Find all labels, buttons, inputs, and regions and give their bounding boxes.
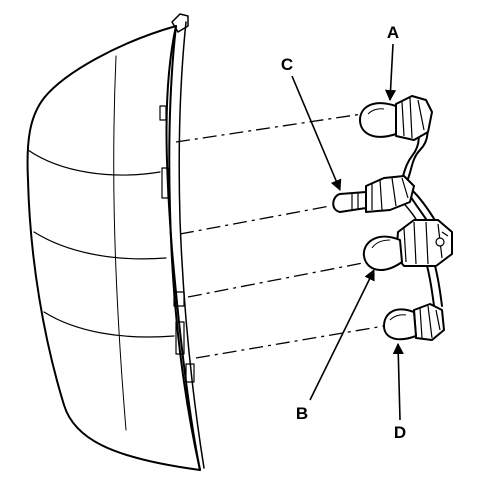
bulb-d-highlight xyxy=(389,314,407,321)
leader-arrow-b xyxy=(309,268,375,401)
bulb-d-glass xyxy=(383,308,417,341)
bulb-a-glass xyxy=(359,102,397,138)
lens-outline xyxy=(26,25,201,471)
callout-a: A xyxy=(387,23,399,42)
lens-section-line-2 xyxy=(33,231,167,260)
callout-b: B xyxy=(296,404,308,423)
bulb-c-socket-detail xyxy=(371,177,409,211)
leader-arrows xyxy=(291,43,404,421)
housing-clip-5 xyxy=(185,363,195,383)
bulb-d-socket-detail xyxy=(419,305,441,339)
bulb-c-socket xyxy=(365,175,415,213)
harness-wire-5 xyxy=(425,261,435,307)
alignment-line-c xyxy=(179,205,331,235)
bulb-b-glass xyxy=(362,235,403,271)
top-mount-tab xyxy=(171,13,189,33)
bulb-a-highlight xyxy=(367,108,385,115)
lens-housing xyxy=(26,13,205,471)
bulb-b-highlight xyxy=(371,239,391,249)
housing-clip-1 xyxy=(159,105,167,121)
alignment-lines xyxy=(175,113,385,359)
bulb-a-socket-detail xyxy=(401,97,425,139)
leader-arrow-c xyxy=(291,75,342,192)
bulb-d xyxy=(383,303,445,341)
bulb-c-glass xyxy=(332,191,367,213)
housing-clip-3 xyxy=(173,291,185,307)
callout-c: C xyxy=(281,55,293,74)
leader-arrow-a xyxy=(384,43,397,102)
housing-clip-2 xyxy=(161,167,169,199)
bulb-b-socket-detail xyxy=(403,221,449,265)
callout-d: D xyxy=(394,423,406,442)
lens-section-line-3 xyxy=(43,311,175,338)
bulb-a-socket xyxy=(395,95,433,141)
lens-inner-line xyxy=(113,55,127,431)
housing-clip-4 xyxy=(175,321,185,355)
bulb-c-base xyxy=(351,193,359,211)
alignment-line-b xyxy=(187,261,369,298)
alignment-line-a xyxy=(175,113,363,143)
housing-flange xyxy=(178,21,205,469)
leader-arrow-d xyxy=(392,342,404,421)
bulb-b-socket-screw xyxy=(435,237,445,247)
harness-wire-6 xyxy=(433,261,443,307)
housing-back-edge xyxy=(168,25,201,471)
bulb-b xyxy=(362,219,453,271)
wiring-harness xyxy=(395,115,443,307)
bulb-a xyxy=(359,95,433,141)
lens-section-line-1 xyxy=(27,149,161,176)
bulb-c xyxy=(332,175,415,213)
alignment-line-d xyxy=(195,325,385,359)
